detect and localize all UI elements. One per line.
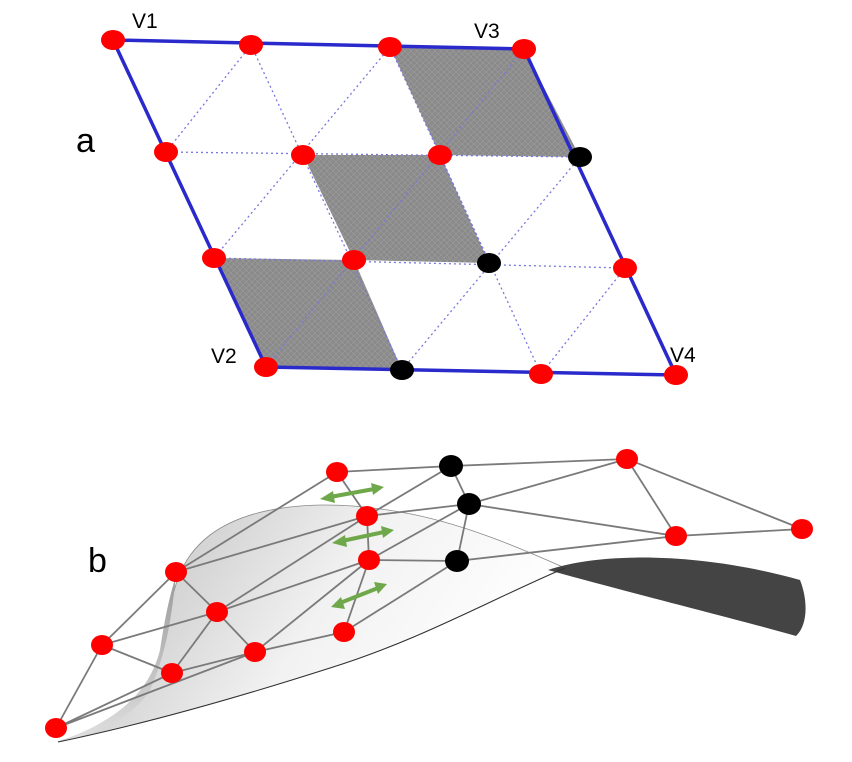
vertex-label-v3: V3 bbox=[474, 20, 500, 43]
red-node bbox=[665, 526, 687, 546]
green-arrows bbox=[320, 483, 394, 609]
red-node bbox=[165, 562, 187, 582]
black-node bbox=[457, 493, 481, 515]
shaded-tile bbox=[303, 155, 489, 263]
vertex-label-v1: V1 bbox=[132, 10, 158, 33]
red-node bbox=[664, 365, 688, 385]
red-node bbox=[512, 39, 536, 59]
red-node bbox=[342, 250, 366, 270]
nodes-panel-a bbox=[101, 30, 688, 385]
red-node bbox=[613, 258, 637, 278]
black-node bbox=[439, 455, 463, 477]
vertex-label-v4: V4 bbox=[670, 344, 696, 367]
panel-label-a: a bbox=[76, 122, 95, 160]
double-arrow-icon bbox=[331, 582, 387, 609]
red-node bbox=[356, 506, 378, 526]
shaded-tile bbox=[390, 47, 580, 157]
red-node bbox=[206, 602, 228, 622]
shaded-tile bbox=[214, 258, 402, 370]
red-node bbox=[101, 30, 125, 50]
red-node bbox=[254, 357, 278, 377]
surface-edge bbox=[57, 567, 566, 743]
red-node bbox=[244, 642, 266, 662]
black-node bbox=[445, 550, 469, 572]
double-arrow-icon bbox=[320, 483, 384, 503]
red-node bbox=[529, 364, 553, 384]
red-node bbox=[616, 449, 638, 469]
red-node bbox=[161, 663, 183, 683]
red-node bbox=[378, 37, 402, 57]
double-arrow-icon bbox=[332, 526, 394, 547]
black-node bbox=[568, 147, 592, 167]
panel-label-b: b bbox=[88, 542, 107, 580]
panel-b: b bbox=[45, 449, 813, 743]
black-node bbox=[390, 360, 414, 380]
red-node bbox=[154, 142, 178, 162]
red-node bbox=[239, 35, 263, 55]
nodes-panel-b bbox=[45, 449, 813, 738]
red-node bbox=[326, 462, 348, 482]
red-node bbox=[358, 550, 380, 570]
red-node bbox=[91, 635, 113, 655]
red-node bbox=[333, 622, 355, 642]
red-node bbox=[791, 519, 813, 539]
red-node bbox=[428, 145, 452, 165]
panel-a: V1 V2 V3 V4 a bbox=[76, 10, 696, 385]
surface-back-flap bbox=[548, 557, 806, 636]
vertex-label-v2: V2 bbox=[211, 345, 237, 368]
red-node bbox=[291, 145, 315, 165]
black-node bbox=[477, 253, 501, 273]
red-node bbox=[45, 718, 67, 738]
red-node bbox=[202, 248, 226, 268]
